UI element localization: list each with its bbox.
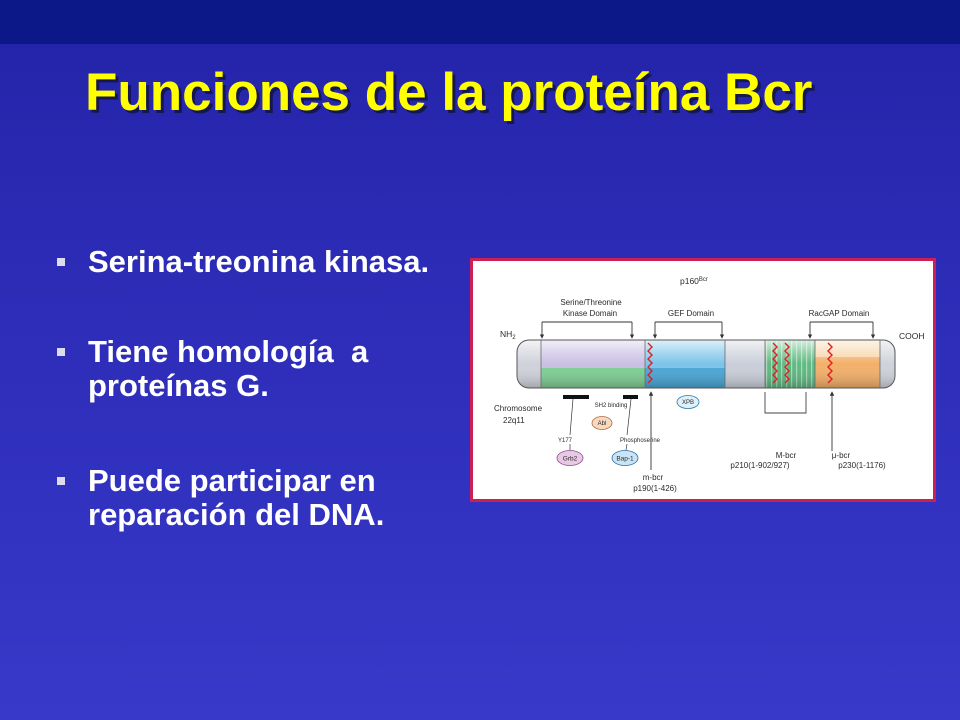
breakpoint-major-1 xyxy=(772,342,778,384)
bullet-text-line: Tiene homología a xyxy=(88,334,369,369)
sh2-binding-bar xyxy=(623,395,638,399)
square-bullet-icon xyxy=(57,348,65,356)
breakpoint-marks xyxy=(647,342,833,384)
major-bcr-label: M-bcr xyxy=(776,451,797,460)
tube-shading xyxy=(517,340,895,388)
kinase-domain-label: Kinase Domain xyxy=(563,309,617,318)
binding-connector-lines xyxy=(569,398,632,451)
y177-label: Y177 xyxy=(558,438,573,444)
abl-label: Abl xyxy=(598,421,607,427)
slide-title: Funciones de la proteína Bcr xyxy=(85,63,813,122)
bullet-text-line: reparación del DNA. xyxy=(88,497,385,532)
chromosome-band-label: 22q11 xyxy=(503,416,525,425)
phosphoserine-label: Phosphoserine xyxy=(620,438,661,444)
breakpoint-minor xyxy=(647,342,653,384)
protein-tube xyxy=(517,340,895,388)
square-bullet-icon xyxy=(57,258,65,266)
sh2-binding-label: SH2 binding xyxy=(595,403,628,409)
racgap-domain-label: RacGAP Domain xyxy=(809,309,870,318)
c-terminus-label: COOH xyxy=(899,331,925,341)
tube-outline xyxy=(516,339,896,389)
kinase-domain-label: Serine/Threonine xyxy=(560,298,622,307)
top-band xyxy=(0,0,960,44)
major-bcr-bracket xyxy=(764,392,807,414)
grb2-oval xyxy=(556,450,584,466)
breakpoint-micro xyxy=(827,342,833,384)
breakpoint-major-2 xyxy=(784,342,790,384)
abl-oval xyxy=(591,416,613,430)
protein-name-label: p160Bcr xyxy=(680,276,708,286)
chromosome-label: Chromosome xyxy=(494,404,543,413)
bullet-text-line: Serina-treonina kinasa. xyxy=(88,244,430,279)
kinase-domain-bracket xyxy=(539,321,635,339)
bcr-protein-diagram: p160Bcr Serine/Threonine Kinase Domain G… xyxy=(494,276,925,493)
minor-bcr-product-label: p190(1-426) xyxy=(633,484,677,493)
square-bullet-icon xyxy=(57,477,65,485)
n-terminus-label: NH2 xyxy=(500,329,516,341)
bcr-protein-figure: p160Bcr Serine/Threonine Kinase Domain G… xyxy=(470,258,936,502)
sh2-binding-bar xyxy=(563,395,589,399)
xpb-label: XPB xyxy=(682,400,694,406)
racgap-domain-bracket xyxy=(807,321,876,339)
bap1-oval xyxy=(611,450,639,466)
minor-bcr-label: m-bcr xyxy=(643,473,664,482)
micro-bcr-label: μ-bcr xyxy=(832,451,851,460)
micro-bcr-product-label: p230(1-1176) xyxy=(838,461,886,470)
tube-dividers xyxy=(540,340,881,388)
major-bcr-product-label: p210(1-902/927) xyxy=(730,461,789,470)
bullet-item-g-proteins: Tiene homología a proteínas G. xyxy=(57,334,369,403)
gef-domain-bracket xyxy=(652,321,725,339)
xpb-oval xyxy=(676,395,700,409)
grb2-label: Grb2 xyxy=(563,455,578,462)
gef-domain-label: GEF Domain xyxy=(668,309,714,318)
bullet-item-kinase: Serina-treonina kinasa. xyxy=(57,244,430,279)
bullet-text-line: Puede participar en xyxy=(88,463,376,498)
bullet-item-dna-repair: Puede participar en reparación del DNA. xyxy=(57,463,385,532)
bullet-text-line: proteínas G. xyxy=(88,368,269,403)
bap1-label: Bap-1 xyxy=(616,455,634,462)
